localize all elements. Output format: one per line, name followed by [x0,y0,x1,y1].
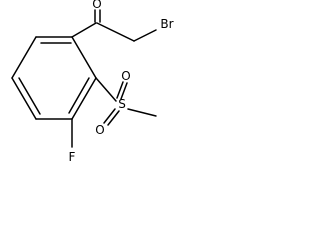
ch2-to-bromine-bond [133,29,157,42]
carbonyl-oxygen-label: O [92,0,101,11]
ring-to-sulfur-bond [95,77,117,102]
ring-bond [11,77,37,120]
sulfonyl-double-bond [103,108,116,124]
ring-double-bond-inner [18,77,41,115]
bromine-label: Br [160,17,173,31]
fluorine-label: F [69,150,76,164]
sulfonyl-double-bond [116,81,124,99]
carbonyl-to-ch2-bond [96,22,135,42]
ring-bond [11,36,37,79]
sulfur-label: S [118,97,126,111]
sulfonyl-double-bond [120,82,128,100]
sulfonyl-double-bond [107,110,120,126]
benzene-ring [11,36,97,120]
ring-double-bond-inner [68,77,90,114]
ring-bond [71,36,97,79]
sulfur-to-methyl-bond [127,108,157,117]
ring-bond [71,77,97,120]
sulfonyl-oxygen-upper-label: O [121,69,130,83]
sulfonyl-oxygen-lower-label: O [95,123,104,137]
molecule-structure: O Br S O O F [11,0,174,164]
ring-to-carbonyl-bond [71,22,97,38]
